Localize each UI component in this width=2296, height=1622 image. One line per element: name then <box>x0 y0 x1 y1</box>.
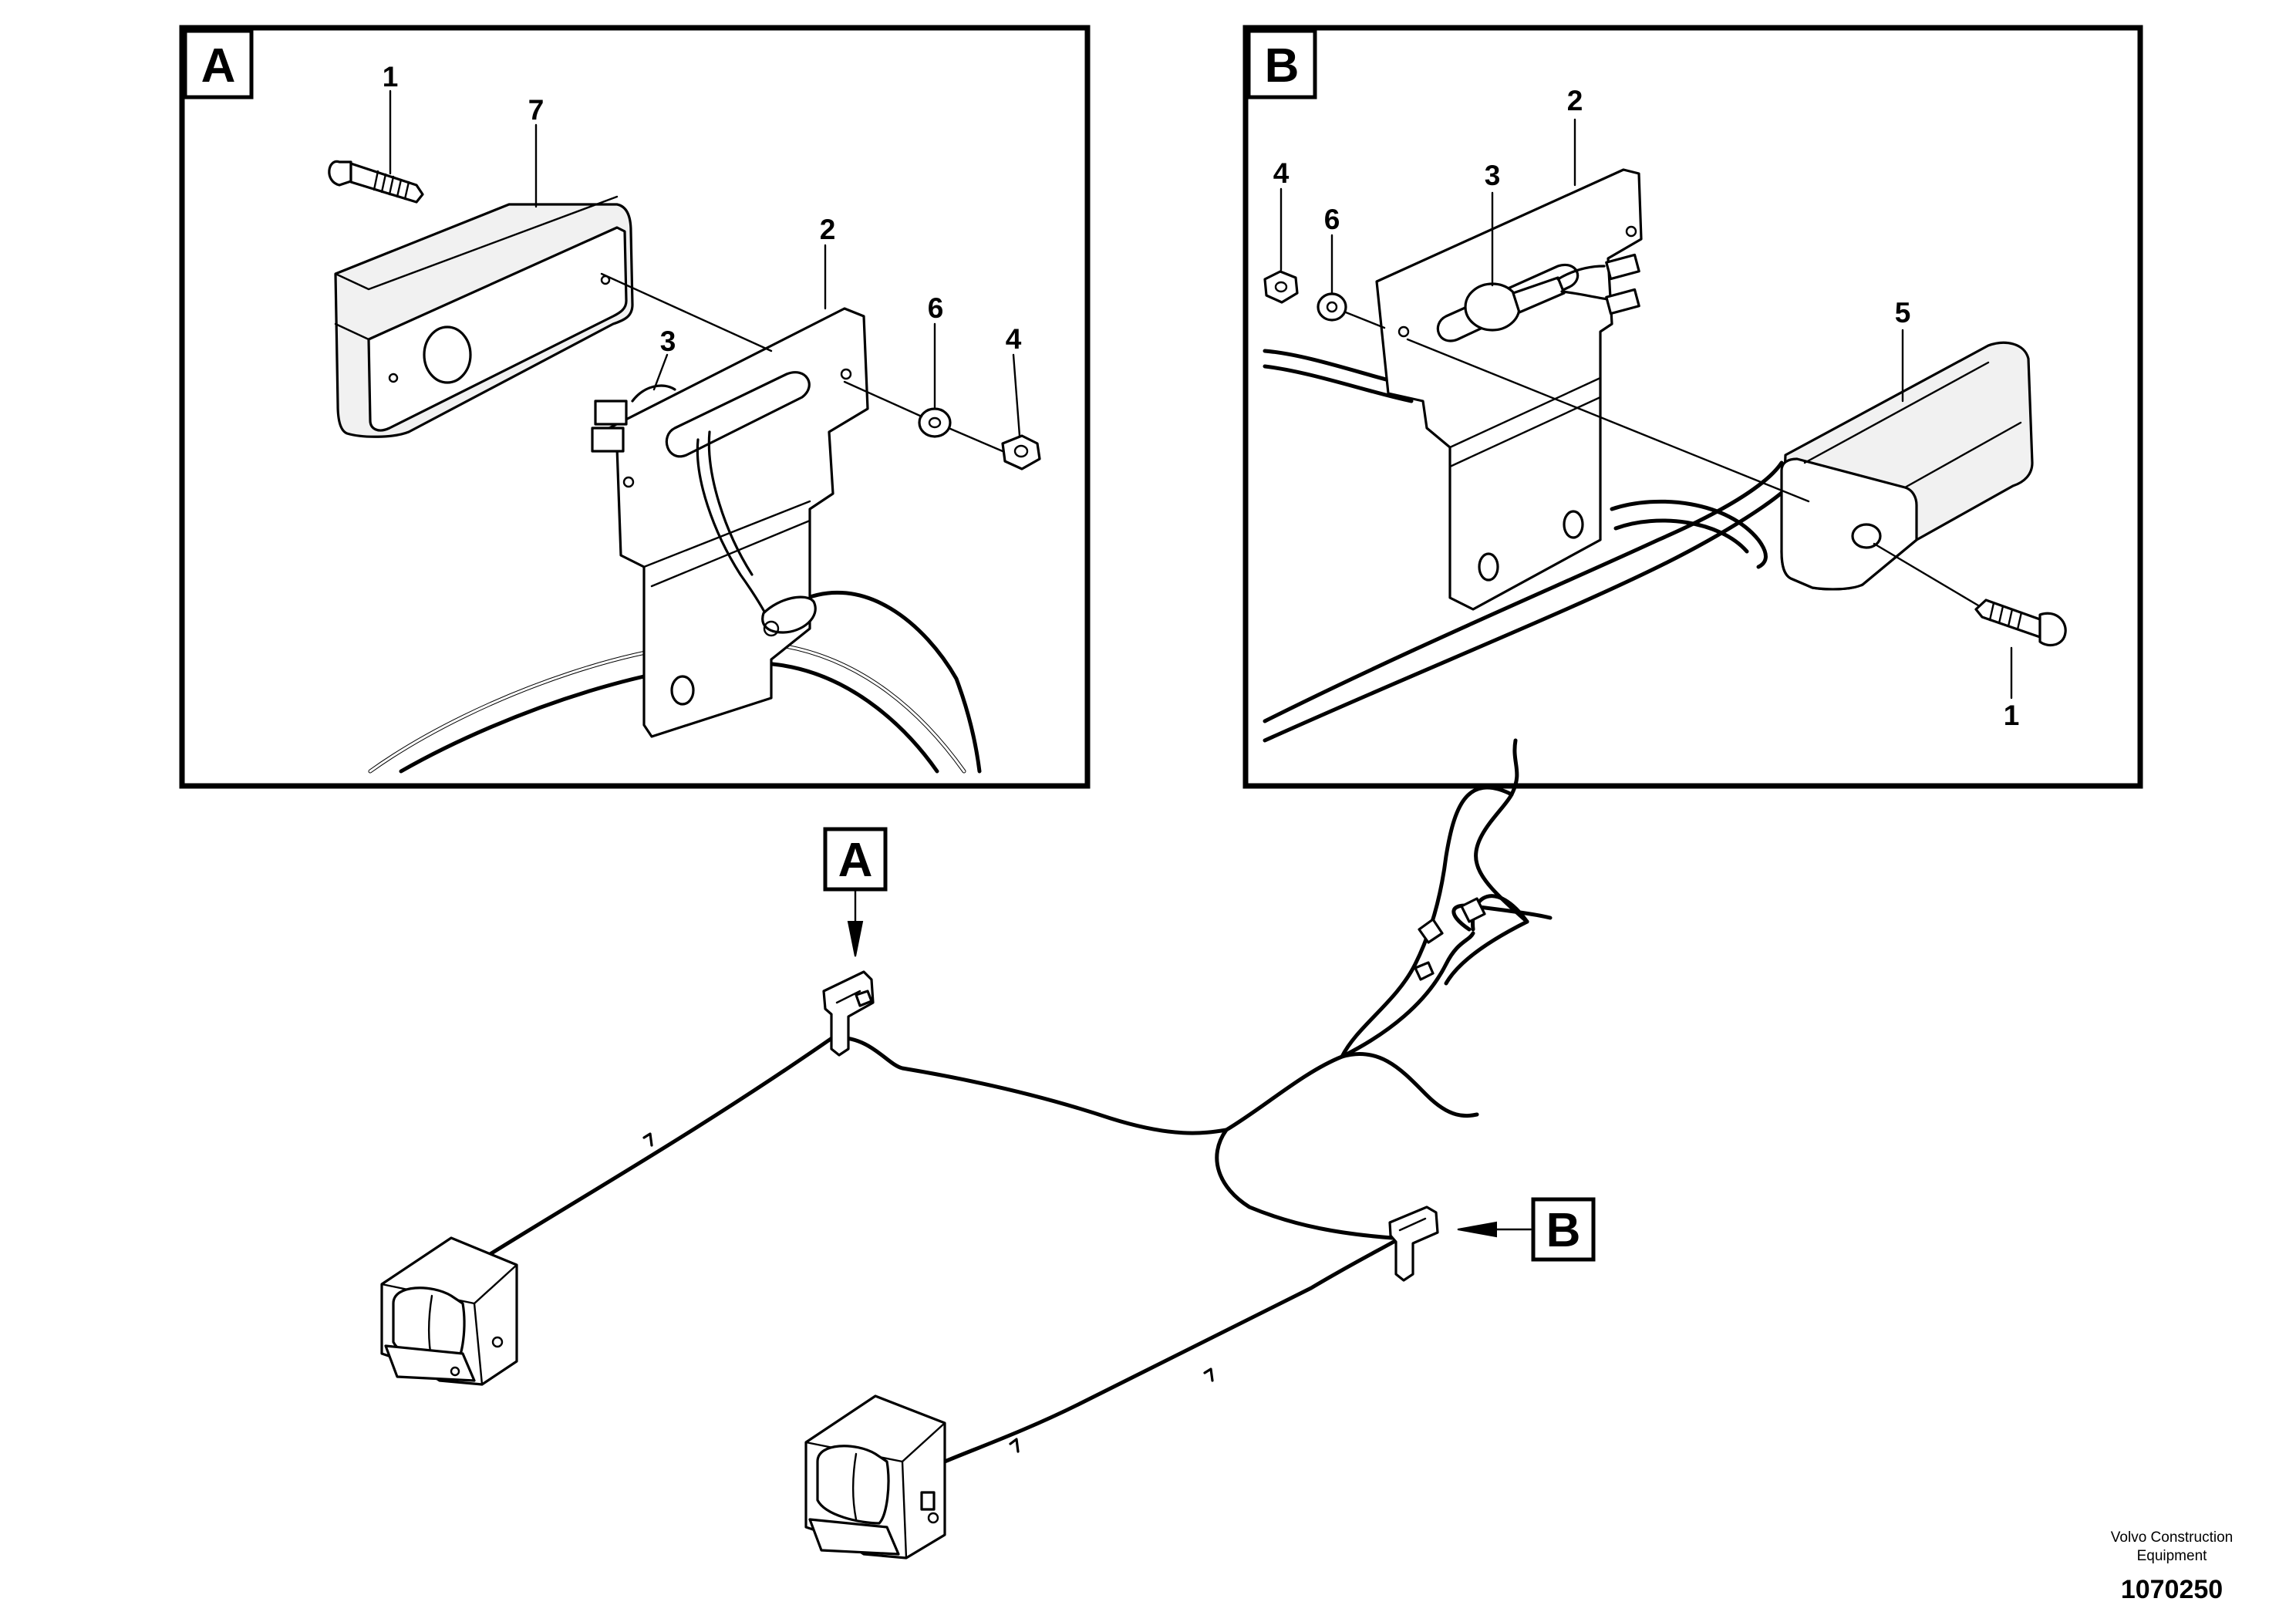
document-number: 1070250 <box>2121 1575 2223 1604</box>
washer <box>918 407 952 438</box>
lamp-lens <box>367 226 628 432</box>
callout-b-1: 1 <box>2004 700 2020 731</box>
detail-b-cable-main <box>1263 460 1784 723</box>
bracket-hole <box>1478 552 1499 582</box>
detail-a-tag: A <box>201 39 236 93</box>
lamp-hole <box>1851 523 1882 549</box>
pointer-a-tag: A <box>838 834 873 887</box>
nut <box>1263 270 1299 304</box>
work-lamp-right <box>804 1394 946 1560</box>
bracket-b-assembly <box>1388 1206 1439 1282</box>
callout-b-5: 5 <box>1895 297 1911 329</box>
bulb-socket <box>1512 276 1566 314</box>
pointer-a-box <box>823 827 888 892</box>
lamp-lens-window <box>423 325 472 384</box>
pointer-b: B <box>1457 1197 1596 1262</box>
screw <box>328 160 424 204</box>
screw <box>1974 599 2067 647</box>
detail-b-tag: B <box>1265 39 1300 93</box>
detail-a-tag-box <box>183 29 254 99</box>
work-lamp-left <box>380 1236 518 1386</box>
detail-b-panel: B <box>1242 25 2143 789</box>
bracket <box>600 307 869 738</box>
harness-cable <box>464 1035 835 1271</box>
bulb <box>1464 282 1521 332</box>
callout-b-2: 2 <box>1567 85 1583 116</box>
callout-a-1: 1 <box>383 61 399 93</box>
company-name-line2: Equipment <box>2137 1548 2208 1564</box>
connector <box>1605 253 1640 281</box>
nut <box>1001 434 1041 470</box>
bracket-a-assembly <box>822 970 875 1057</box>
cable-tie <box>642 1132 653 1147</box>
harness-cable <box>834 1035 1229 1135</box>
company-name-line1: Volvo Construction <box>2111 1529 2233 1546</box>
callout-b-3: 3 <box>1485 160 1501 191</box>
callout-b-6: 6 <box>1324 204 1340 235</box>
harness-cable <box>942 1232 1410 1464</box>
callout-a-6: 6 <box>928 292 944 324</box>
lamp-socket <box>920 1491 936 1511</box>
cable-tie <box>1009 1438 1020 1453</box>
callout-a-2: 2 <box>820 214 836 245</box>
connector <box>1460 897 1486 923</box>
callout-a-3: 3 <box>660 325 676 357</box>
lamp-lens <box>1780 457 1918 591</box>
overview-harness: A B <box>380 738 1596 1560</box>
detail-b-tag-box <box>1246 29 1317 99</box>
detail-a-frame <box>179 25 1091 789</box>
pointer-a: A <box>823 827 888 957</box>
callout-b-4: 4 <box>1273 157 1290 189</box>
callout-a-4: 4 <box>1006 323 1022 355</box>
pointer-b-tag: B <box>1546 1204 1581 1257</box>
connector <box>1418 918 1444 944</box>
callout-a-7: 7 <box>528 94 544 126</box>
cable-tie <box>1203 1367 1214 1382</box>
detail-a-panel: A <box>179 25 1091 789</box>
pointer-b-box <box>1531 1197 1596 1262</box>
washer <box>1317 292 1347 322</box>
connector <box>1605 288 1640 315</box>
bracket-hole <box>1563 510 1584 539</box>
detail-b-frame <box>1242 25 2143 789</box>
footer: Volvo Construction Equipment 1070250 <box>2111 1529 2233 1604</box>
lamp-socket <box>594 400 628 426</box>
bracket <box>1375 168 1643 611</box>
bracket-hole <box>670 675 695 706</box>
bracket-slot <box>665 371 811 458</box>
connector <box>1414 961 1435 981</box>
